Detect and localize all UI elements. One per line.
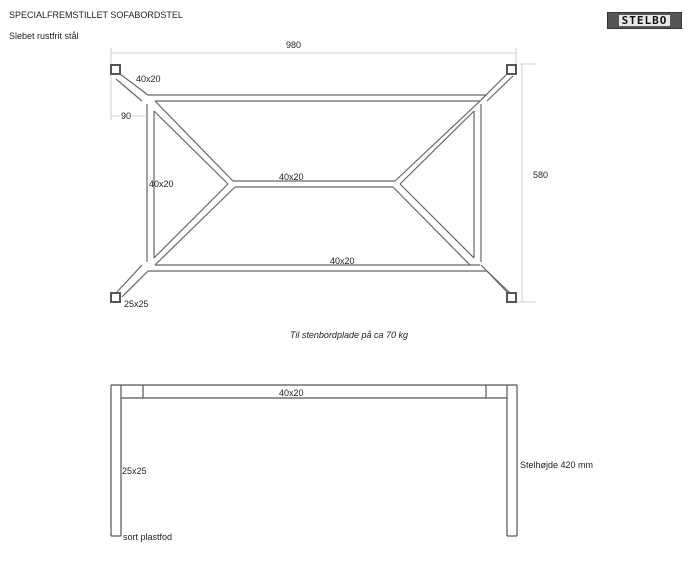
diagonal-label: 40x20 xyxy=(136,74,161,84)
side-top-rail-label: 40x20 xyxy=(279,388,304,398)
bottom-rail-label: 40x20 xyxy=(330,256,355,266)
inset-dimension: 90 xyxy=(121,111,132,121)
center-bar-label: 40x20 xyxy=(279,172,304,182)
material-subtitle: Slebet rustfrit stål xyxy=(9,31,79,41)
load-caption: Til stenbordplade på ca 70 kg xyxy=(290,330,408,340)
side-view-drawing xyxy=(110,384,518,537)
drawing-title: SPECIALFREMSTILLET SOFABORDSTEL xyxy=(9,10,183,20)
side-leg-label: 25x25 xyxy=(122,466,147,476)
foot-label: sort plastfod xyxy=(123,532,173,542)
left-rail-label: 40x20 xyxy=(149,179,174,189)
leg-size-label: 25x25 xyxy=(124,299,149,309)
logo-text: STELBO xyxy=(618,15,671,26)
stelbo-logo: STELBO xyxy=(607,12,682,29)
width-dimension: 980 xyxy=(286,40,302,50)
frame-outlines xyxy=(115,73,514,298)
depth-dimension: 580 xyxy=(533,170,549,180)
dimension-lines xyxy=(110,48,536,303)
height-label: Stelhøjde 420 mm xyxy=(520,460,594,470)
leg-squares xyxy=(110,64,517,303)
